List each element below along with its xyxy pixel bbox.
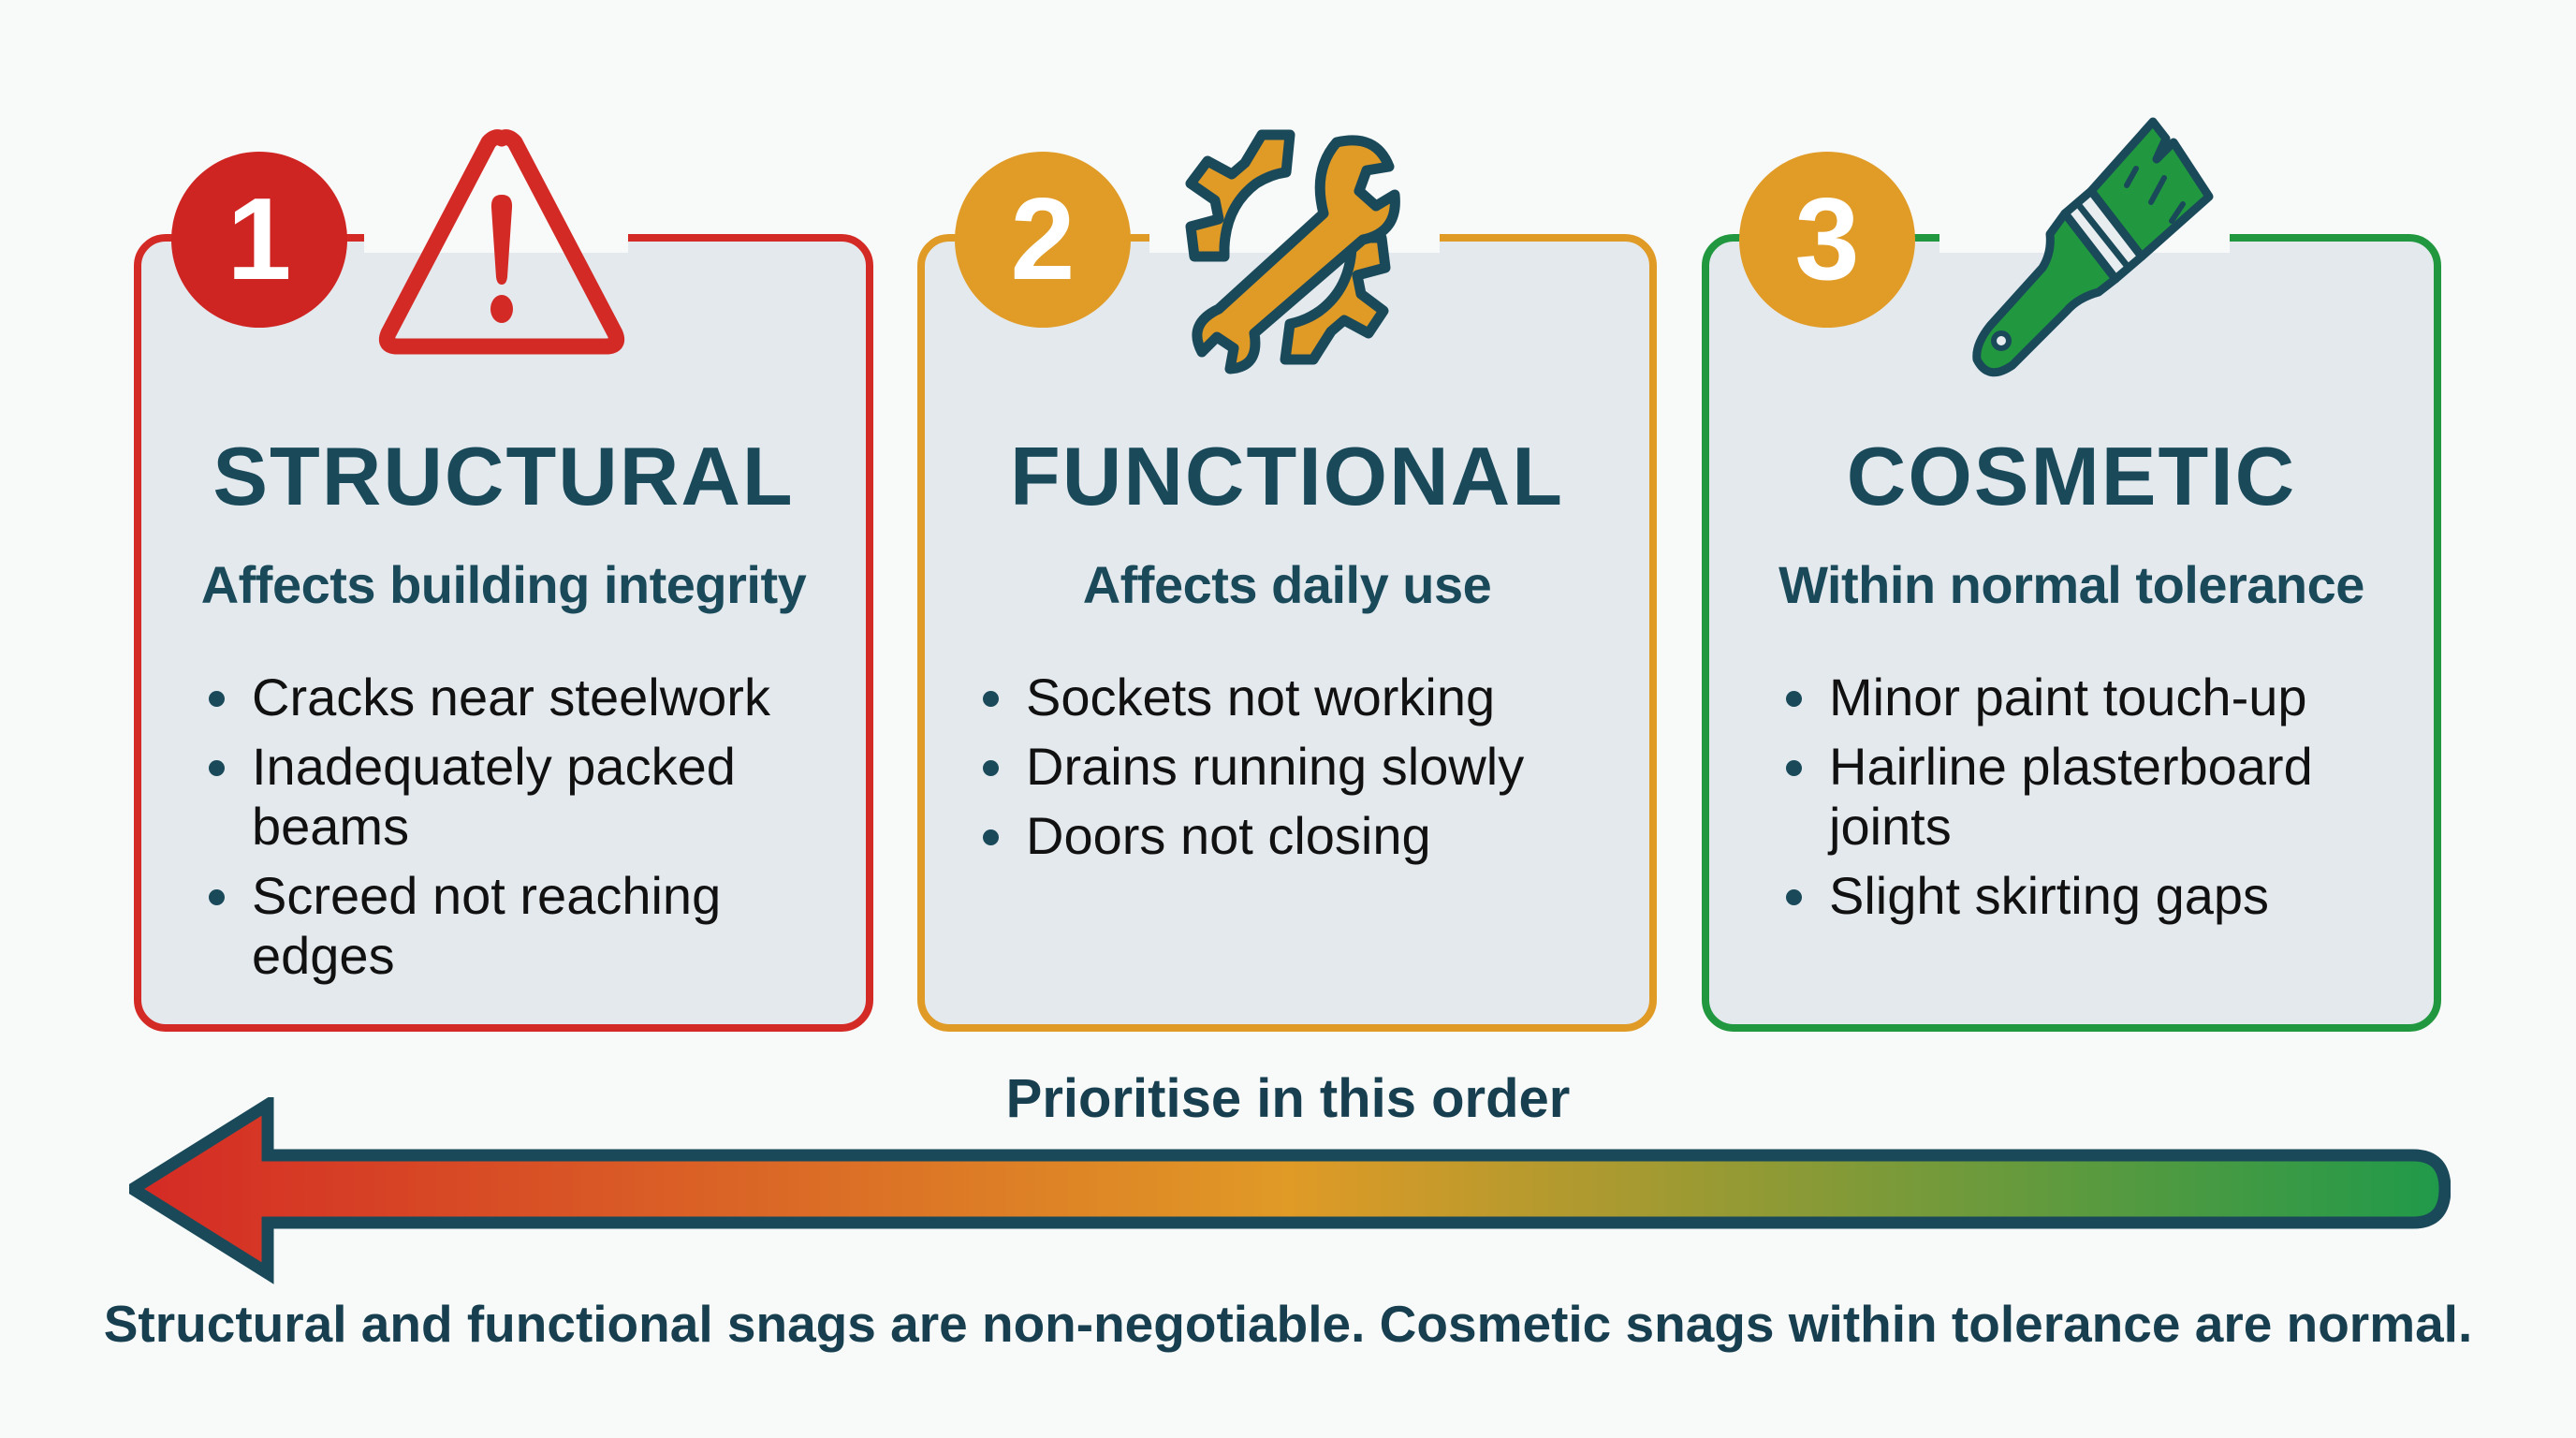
list-item: Hairline plasterboard joints [1786,737,2353,857]
list-item: Inadequately packed beams [209,737,739,857]
priority-badge-2: 2 [955,152,1131,328]
footer-note: Structural and functional snags are non-… [103,1295,2473,1353]
snag-list: Sockets not working Drains running slowl… [983,668,1621,875]
priority-badge-1: 1 [171,152,347,328]
card-subtitle: Within normal tolerance [1778,555,2364,614]
list-item: Cracks near steelwork [209,668,838,727]
list-item: Doors not closing [983,806,1621,866]
structural-card: 1 STRUCTURAL Affects building integrity … [134,129,873,1032]
functional-card: 2 FUNCTIONAL Affects daily use Sockets n… [917,129,1657,1032]
snag-list: Minor paint touch-up Hairline plasterboa… [1786,668,2406,935]
list-item: Sockets not working [983,668,1621,727]
list-item: Minor paint touch-up [1786,668,2406,727]
warning-triangle-icon [378,129,625,355]
paintbrush-icon [1972,117,2214,377]
list-item: Slight skirting gaps [1786,866,2406,926]
card-title: COSMETIC [1846,430,2297,522]
snag-list: Cracks near steelwork Inadequately packe… [209,668,838,995]
priority-badge-3: 3 [1739,152,1915,328]
card-subtitle: Affects building integrity [200,555,807,614]
list-item: Drains running slowly [983,737,1621,797]
card-subtitle: Affects daily use [1082,555,1492,614]
priority-arrow-icon [129,1097,2451,1284]
card-title: FUNCTIONAL [1010,430,1564,522]
card-title: STRUCTURAL [212,430,795,522]
list-item: Screed not reaching edges [209,866,739,986]
gear-wrench-icon [1185,129,1400,374]
priority-label: Prioritise in this order [1005,1068,1571,1129]
cosmetic-card: 3 COSMETIC Within normal tolerance Minor… [1702,117,2441,1032]
